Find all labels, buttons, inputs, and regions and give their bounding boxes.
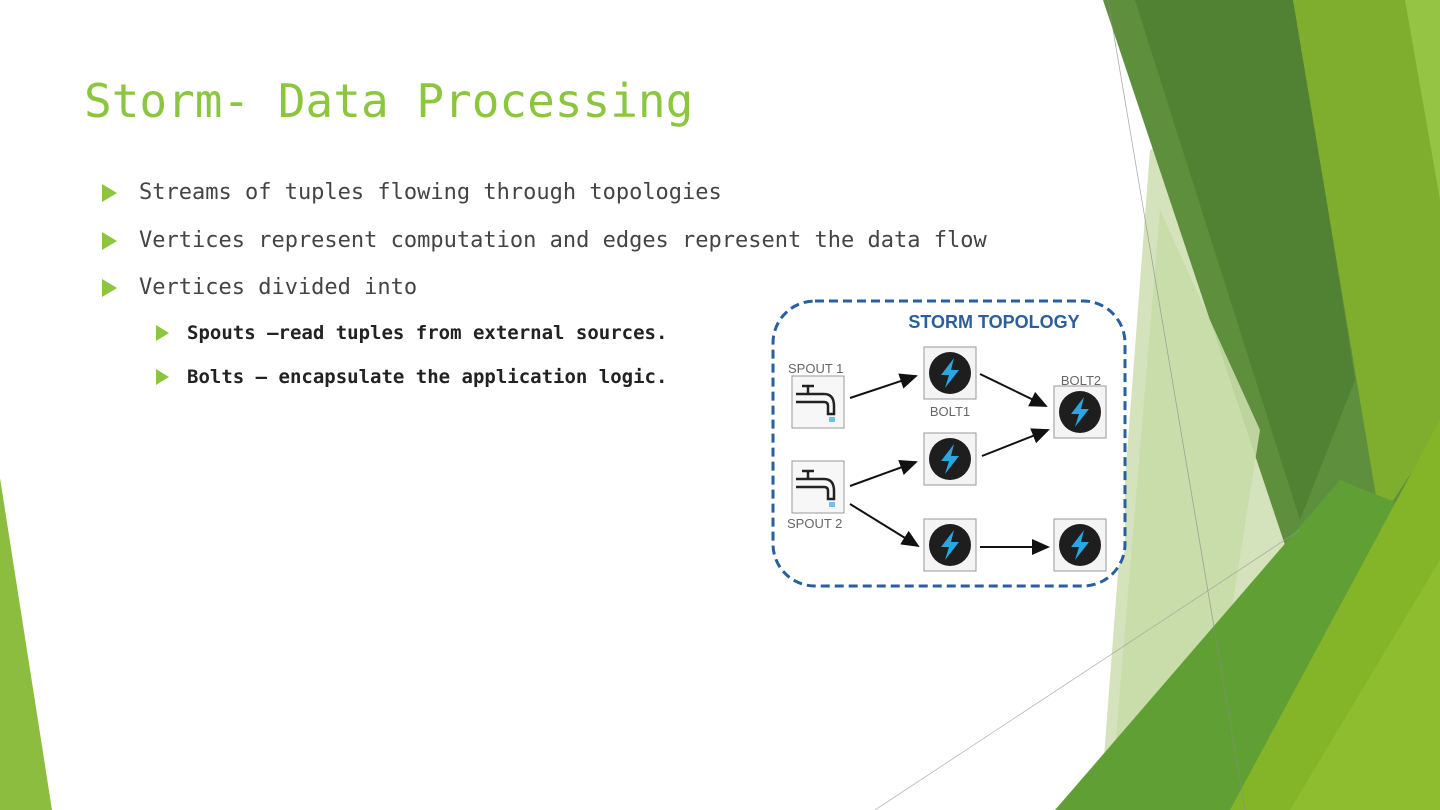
right-facet-lime [1293,0,1440,520]
diagram-title: STORM TOPOLOGY [908,312,1079,332]
slide-title: Storm- Data Processing [84,74,694,128]
edge-arrow [849,503,920,548]
edge-arrow [849,459,918,487]
bolt-node-icon [1053,518,1107,572]
spout1-label: SPOUT 1 [788,361,843,376]
edge-arrow [979,373,1048,407]
bottom-facet-light [1290,560,1440,810]
triangle-bullet-icon [102,231,117,250]
spout2-label: SPOUT 2 [787,516,842,531]
sub-bullet-text: Spouts —read tuples from external source… [187,322,668,344]
bullet-item: Vertices represent computation and edges… [102,228,987,253]
triangle-bullet-icon [156,369,169,385]
spout1-node-icon [790,374,846,430]
edge-arrow [849,373,918,399]
left-accent-shape [0,478,52,810]
triangle-bullet-icon [102,278,117,297]
bolt2-label: BOLT2 [1061,373,1101,388]
right-facet-olive [1405,0,1440,200]
edge-arrow [981,428,1050,457]
bolt-node-icon [923,518,977,572]
thin-line-1 [1107,0,1246,810]
bullet-text: Vertices divided into [139,275,418,300]
bullet-text: Streams of tuples flowing through topolo… [139,180,722,205]
bolt2-node-icon [1053,385,1107,439]
spout2-node-icon [790,459,846,515]
right-facet-mid [1135,0,1355,520]
triangle-bullet-icon [102,183,117,202]
sub-bullet-item: Spouts —read tuples from external source… [156,322,667,344]
bullet-text: Vertices represent computation and edges… [139,228,987,253]
storm-topology-diagram: STORM TOPOLOGY SPOUT 1 BOLT1 BOLT2 SPOUT… [771,299,1127,588]
bullet-item: Vertices divided into [102,275,417,300]
sub-bullet-text: Bolts — encapsulate the application logi… [187,366,668,388]
bolt1-label: BOLT1 [930,404,970,419]
thin-line-2 [874,529,1301,810]
bolt-node-icon [923,432,977,486]
bullet-item: Streams of tuples flowing through topolo… [102,180,722,205]
bolt-node-icon [923,346,977,400]
triangle-bullet-icon [156,325,169,341]
sub-bullet-item: Bolts — encapsulate the application logi… [156,366,667,388]
